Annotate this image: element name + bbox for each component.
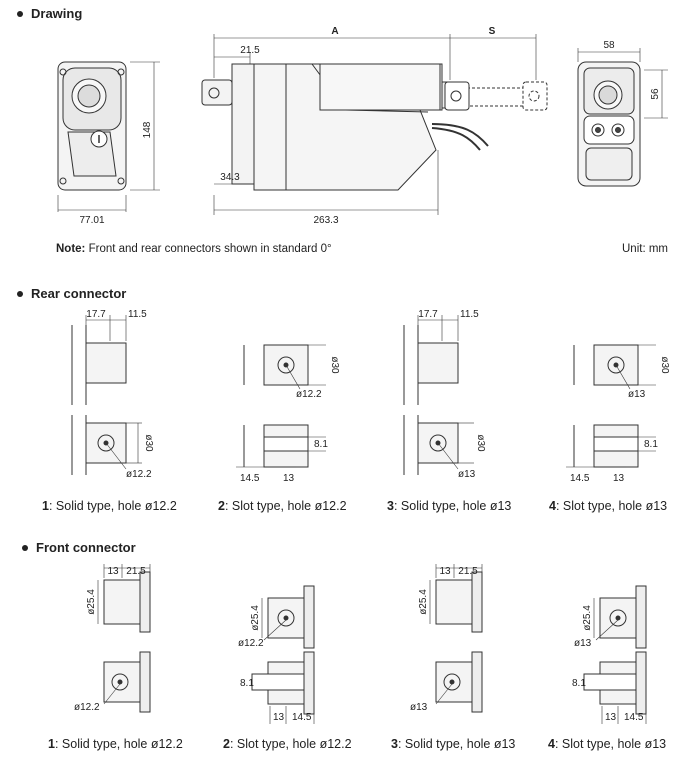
- rear-caption-4: 4: Slot type, hole ø13: [549, 499, 667, 513]
- caption-text: : Solid type, hole ø12.2: [54, 737, 183, 751]
- front-dim-2g: 13: [273, 712, 285, 723]
- front-connector-2: [251, 585, 315, 724]
- front-dim-1b: 21.5: [126, 566, 146, 577]
- dim-stroke-s: S: [489, 26, 496, 37]
- rear-dim-2d: ø12.2: [296, 389, 322, 400]
- front-dim-4f: 8.1: [572, 678, 586, 689]
- rear-dim-2g: 14.5: [240, 473, 260, 484]
- caption-text: : Slot type, hole ø13: [554, 737, 667, 751]
- rear-caption-2: 2: Slot type, hole ø12.2: [218, 499, 347, 513]
- caption-number: 2: [218, 499, 225, 513]
- caption-number: 2: [223, 737, 230, 751]
- rear-connector-4: [566, 344, 656, 468]
- bullet-icon: [17, 290, 23, 297]
- front-caption-2: 2: Slot type, hole ø12.2: [223, 737, 352, 751]
- caption-text: : Slot type, hole ø12.2: [224, 499, 347, 513]
- front-caption-1: 1: Solid type, hole ø12.2: [48, 737, 183, 751]
- dim-bottom-height: 34.3: [220, 172, 240, 183]
- caption-number: 4: [548, 737, 555, 751]
- caption-number: 4: [549, 499, 556, 513]
- rear-dim-4f: 8.1: [644, 439, 658, 450]
- note-text: Front and rear connectors shown in stand…: [85, 243, 332, 255]
- front-dim-1d: ø12.2: [74, 702, 100, 713]
- rear-dim-1c: ø30: [143, 434, 154, 452]
- dim-rear-offset: 21.5: [240, 45, 260, 56]
- bullet-icon: [22, 544, 28, 551]
- caption-number: 1: [42, 499, 49, 513]
- caption-text: : Slot type, hole ø13: [555, 499, 668, 513]
- front-view: [57, 61, 127, 191]
- front-connector-3: [429, 564, 483, 713]
- rear-view: [577, 61, 641, 187]
- front-connectors: 13 21.5 ø25.4 ø12.2 ø25.4 ø12.2 8.1 13 1…: [74, 564, 647, 724]
- front-dim-4c: ø25.4: [582, 605, 593, 631]
- caption-text: : Solid type, hole ø13: [393, 499, 512, 513]
- caption-text: : Solid type, hole ø12.2: [48, 499, 177, 513]
- front-caption-3: 3: Solid type, hole ø13: [391, 737, 515, 751]
- dim-front-width: 77.01: [79, 215, 104, 226]
- bullet-icon: [17, 10, 23, 17]
- rear-caption-3: 3: Solid type, hole ø13: [387, 499, 511, 513]
- front-dim-2c: ø25.4: [250, 605, 261, 631]
- unit-label: Unit: mm: [622, 243, 668, 255]
- rear-dim-3a: 17.7: [418, 309, 438, 320]
- rear-dim-2f: 8.1: [314, 439, 328, 450]
- front-caption-4: 4: Slot type, hole ø13: [548, 737, 666, 751]
- rear-dim-1d: ø12.2: [126, 469, 152, 480]
- dim-rear-width: 58: [603, 40, 615, 51]
- rear-dim-1a: 17.7: [86, 309, 106, 320]
- front-dim-1c: ø25.4: [86, 589, 97, 615]
- section-title-rear: Rear connector: [17, 286, 126, 301]
- section-title-front-label: Front connector: [36, 540, 136, 555]
- caption-number: 3: [391, 737, 398, 751]
- rear-dim-4d: ø13: [628, 389, 646, 400]
- dim-stroke-a: A: [331, 26, 338, 37]
- rear-dim-3b: 11.5: [460, 309, 479, 320]
- front-dim-3a: 13: [439, 566, 451, 577]
- caption-text: : Solid type, hole ø13: [397, 737, 516, 751]
- dim-length: 263.3: [313, 215, 338, 226]
- front-dim-2f: 8.1: [240, 678, 254, 689]
- caption-text: : Slot type, hole ø12.2: [229, 737, 352, 751]
- front-dim-2d: ø12.2: [238, 638, 264, 649]
- rear-connector-3: [403, 315, 474, 475]
- caption-number: 3: [387, 499, 394, 513]
- front-dim-2h: 14.5: [292, 712, 312, 723]
- rear-dim-2h: 13: [283, 473, 295, 484]
- rear-dim-3d: ø13: [458, 469, 476, 480]
- actuator-drawing: 148 77.01 A S 21.5 34.3 263.3 58 56: [57, 26, 668, 226]
- rear-dim-4g: 14.5: [570, 473, 590, 484]
- note: Note: Front and rear connectors shown in…: [56, 243, 332, 255]
- front-dim-1a: 13: [107, 566, 119, 577]
- front-dim-4g: 13: [605, 712, 617, 723]
- caption-number: 1: [48, 737, 55, 751]
- front-connector-1: [97, 564, 151, 713]
- rear-dim-4c: ø30: [659, 356, 670, 374]
- section-title-drawing: Drawing: [17, 6, 82, 21]
- front-dim-3d: ø13: [410, 702, 428, 713]
- rear-dim-3c: ø30: [475, 434, 486, 452]
- front-dim-3b: 21.5: [458, 566, 478, 577]
- dim-front-height: 148: [142, 121, 153, 138]
- rear-caption-1: 1: Solid type, hole ø12.2: [42, 499, 177, 513]
- front-connector-4: [583, 585, 647, 724]
- rear-dim-1b: 11.5: [128, 309, 147, 320]
- front-dim-4d: ø13: [574, 638, 592, 649]
- side-view: [201, 63, 548, 191]
- front-dim-3c: ø25.4: [418, 589, 429, 615]
- dim-rear-height: 56: [650, 88, 661, 100]
- rear-connectors: 17.7 11.5 ø30 ø12.2 ø30 ø12.2 8.1 14.5 1…: [71, 309, 670, 484]
- rear-connector-2: [236, 344, 326, 468]
- section-title-rear-label: Rear connector: [31, 286, 127, 301]
- rear-connector-1: [71, 315, 142, 475]
- section-title-front: Front connector: [22, 540, 136, 555]
- rear-dim-2c: ø30: [329, 356, 340, 374]
- note-label: Note:: [56, 243, 86, 255]
- rear-dim-4h: 13: [613, 473, 625, 484]
- front-dim-4h: 14.5: [624, 712, 644, 723]
- section-title-drawing-label: Drawing: [31, 6, 83, 21]
